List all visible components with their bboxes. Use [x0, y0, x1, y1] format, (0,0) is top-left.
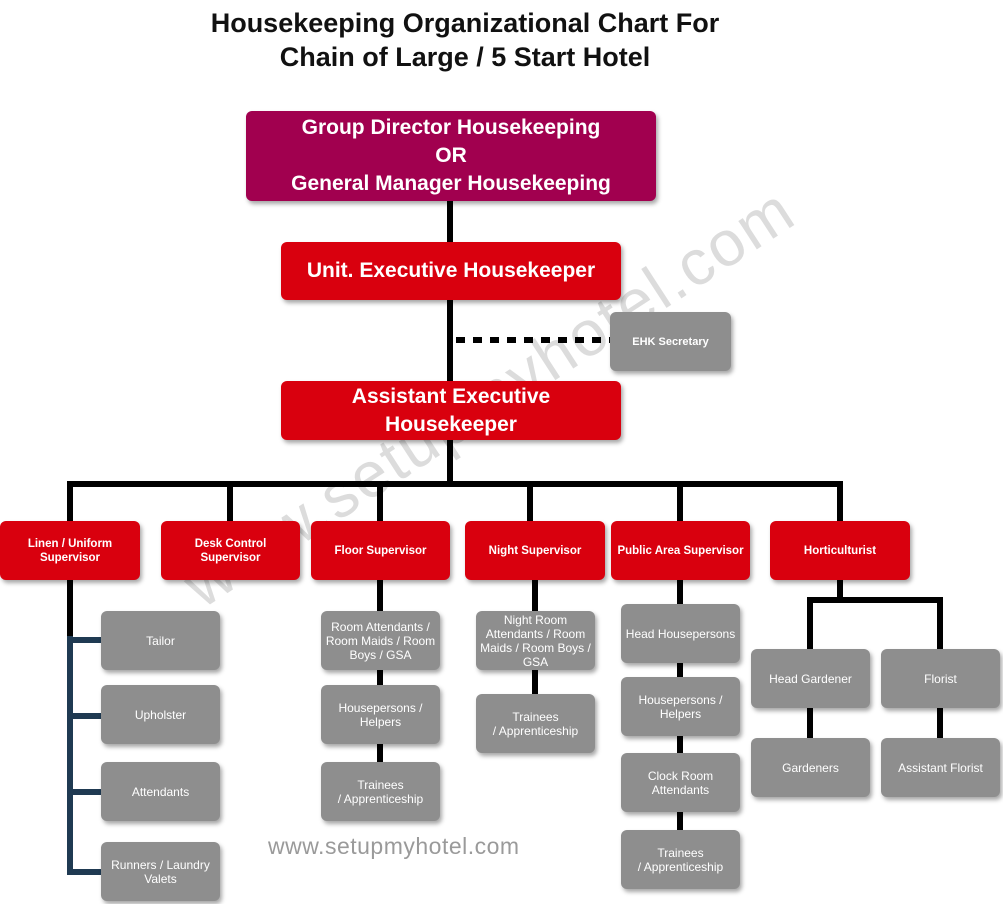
- public-staff-head-housepersons: Head Housepersons: [621, 604, 740, 663]
- public-staff-label: Trainees / Apprenticeship: [637, 845, 724, 874]
- floor-staff-trainees: Trainees / Apprenticeship: [321, 762, 440, 821]
- night-supervisor-label: Night Supervisor: [488, 544, 582, 557]
- floor-staff-room-attendants: Room Attendants / Room Maids / Room Boys…: [321, 611, 440, 670]
- secretary-box: EHK Secretary: [610, 312, 731, 371]
- linen-staff-upholster: Upholster: [101, 685, 220, 744]
- floor-staff-label: Room Attendants / Room Maids / Room Boys…: [325, 619, 436, 662]
- desk-supervisor-box: Desk Control Supervisor: [161, 521, 300, 580]
- horticulturist-box: Horticulturist: [770, 521, 910, 580]
- secretary-label: EHK Secretary: [632, 335, 709, 348]
- assistant-executive-box: Assistant Executive Housekeeper: [281, 381, 621, 440]
- director-box: Group Director Housekeeping OR General M…: [246, 111, 656, 201]
- night-staff-trainees: Trainees / Apprenticeship: [476, 694, 595, 753]
- linen-staff-tailor: Tailor: [101, 611, 220, 670]
- desk-supervisor-label: Desk Control Supervisor: [194, 537, 267, 564]
- chart-title: Housekeeping Organizational Chart For Ch…: [100, 6, 830, 74]
- linen-staff-label: Attendants: [131, 784, 190, 799]
- footer-url: www.setupmyhotel.com: [268, 833, 520, 859]
- horti-staff-label: Gardeners: [782, 760, 839, 775]
- director-label: Group Director Housekeeping OR General M…: [291, 116, 611, 195]
- floor-supervisor-label: Floor Supervisor: [334, 544, 427, 557]
- floor-supervisor-box: Floor Supervisor: [311, 521, 450, 580]
- linen-staff-runners: Runners / Laundry Valets: [101, 842, 220, 901]
- floor-staff-label: Housepersons / Helpers: [338, 700, 423, 729]
- unit-executive-box: Unit. Executive Housekeeper: [281, 242, 621, 300]
- floor-staff-housepersons: Housepersons / Helpers: [321, 685, 440, 744]
- horti-staff-assistant-florist: Assistant Florist: [881, 738, 1000, 797]
- linen-staff-label: Runners / Laundry Valets: [111, 857, 210, 886]
- horti-staff-label: Assistant Florist: [898, 760, 983, 775]
- public-staff-housepersons: Housepersons / Helpers: [621, 677, 740, 736]
- public-staff-trainees: Trainees / Apprenticeship: [621, 830, 740, 889]
- horti-left-branch: [807, 580, 843, 650]
- horti-staff-label: Florist: [924, 671, 957, 686]
- chart-title-line-2: Chain of Large / 5 Start Hotel: [279, 42, 651, 72]
- horti-staff-head-gardener: Head Gardener: [751, 649, 870, 708]
- horti-right-branch: [837, 580, 943, 650]
- floor-staff-label: Trainees / Apprenticeship: [337, 777, 424, 806]
- night-staff-room-attendants: Night Room Attendants / Room Maids / Roo…: [476, 611, 595, 670]
- horti-staff-florist: Florist: [881, 649, 1000, 708]
- assistant-executive-label: Assistant Executive Housekeeper: [351, 384, 551, 436]
- linen-supervisor-label: Linen / Uniform Supervisor: [27, 537, 113, 564]
- linen-staff-attendants: Attendants: [101, 762, 220, 821]
- public-supervisor-box: Public Area Supervisor: [611, 521, 750, 580]
- horticulturist-label: Horticulturist: [803, 544, 877, 557]
- public-staff-clock-room: Clock Room Attendants: [621, 753, 740, 812]
- horti-staff-label: Head Gardener: [769, 671, 852, 686]
- horti-staff-gardeners: Gardeners: [751, 738, 870, 797]
- public-staff-label: Head Housepersons: [625, 626, 736, 641]
- night-supervisor-box: Night Supervisor: [465, 521, 605, 580]
- public-supervisor-label: Public Area Supervisor: [617, 544, 744, 557]
- public-staff-label: Clock Room Attendants: [647, 768, 714, 797]
- unit-executive-label: Unit. Executive Housekeeper: [306, 259, 596, 282]
- linen-staff-label: Tailor: [146, 633, 175, 648]
- linen-staff-label: Upholster: [134, 707, 187, 722]
- chart-title-line-1: Housekeeping Organizational Chart For: [210, 8, 720, 38]
- public-staff-label: Housepersons / Helpers: [638, 692, 723, 721]
- night-staff-label: Trainees / Apprenticeship: [492, 709, 579, 738]
- night-staff-label: Night Room Attendants / Room Maids / Roo…: [480, 612, 591, 669]
- linen-supervisor-box: Linen / Uniform Supervisor: [0, 521, 140, 580]
